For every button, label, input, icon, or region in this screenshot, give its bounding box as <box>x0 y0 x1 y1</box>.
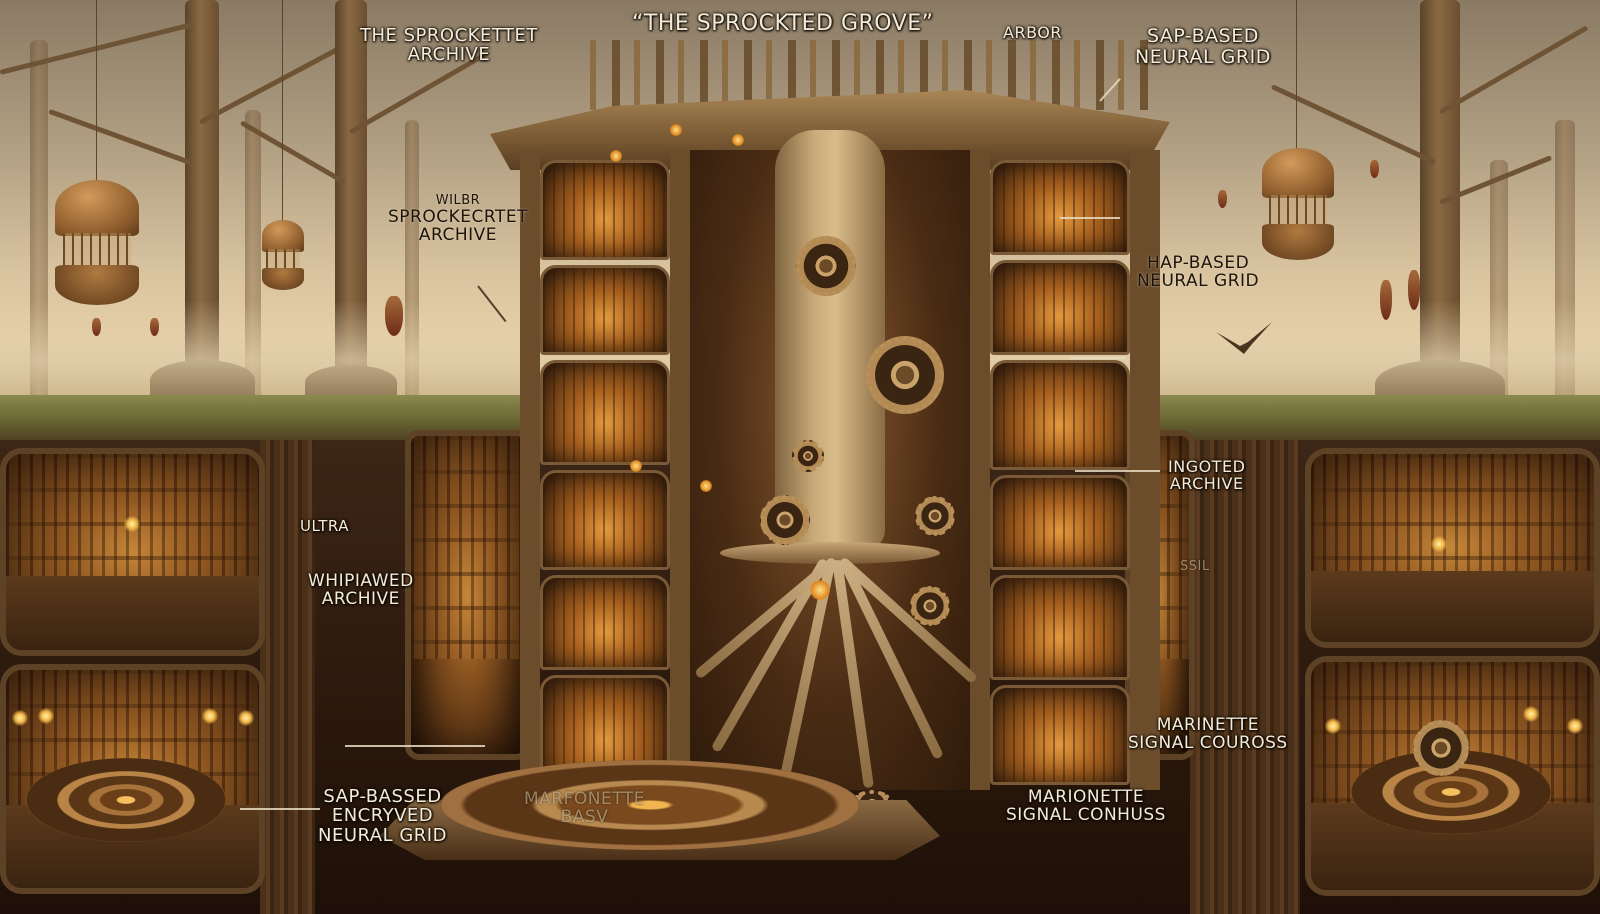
tower-cell <box>540 360 670 465</box>
label-arbor: ARBOR <box>1003 23 1062 42</box>
rope <box>1296 0 1297 150</box>
leader-line <box>1060 217 1120 219</box>
leader-line <box>345 745 485 747</box>
bird-icon <box>1216 322 1272 354</box>
glowing-orb <box>732 134 744 146</box>
glowing-orb <box>810 580 830 600</box>
tree-trunk <box>775 130 885 550</box>
hanging-charm-icon <box>1218 190 1227 208</box>
archive-room-upper-left <box>0 448 265 656</box>
tower-cell <box>990 160 1130 255</box>
label-ultra: ULTRA <box>300 517 350 535</box>
archive-room-lower-right <box>1305 656 1600 896</box>
hanging-cage-icon <box>55 180 139 305</box>
tower-cell <box>540 470 670 570</box>
archive-room-lower-left <box>0 664 265 894</box>
label-whipiawed-archive: WHIPIAWED ARCHIVE <box>308 571 414 610</box>
tower-cell <box>990 360 1130 470</box>
tower-cell <box>990 260 1130 355</box>
wood-pillar <box>260 440 315 914</box>
tower-cell <box>990 475 1130 570</box>
dial-icon <box>26 758 226 842</box>
gear-icon <box>910 586 950 626</box>
tower-cell <box>540 160 670 260</box>
central-tower <box>490 40 1170 830</box>
leader-line <box>1070 357 1125 359</box>
archive-room-upper-right <box>1305 448 1600 648</box>
rope <box>282 0 283 225</box>
gear-icon <box>1413 720 1469 776</box>
base-dial <box>440 760 860 850</box>
label-sprocket-archive: THE SPROCKETTET ARCHIVE <box>360 25 538 66</box>
tower-cell <box>990 575 1130 680</box>
hanging-cage-icon <box>1262 148 1334 260</box>
tower-cell <box>540 575 670 670</box>
wood-pillar <box>1190 440 1300 914</box>
label-hap-neural-grid: HAP-BASED NEURAL GRID <box>1137 253 1260 292</box>
hanging-charm-icon <box>385 296 403 336</box>
label-marfonette-basv: MARFONETTE BASV <box>524 789 645 828</box>
glowing-orb <box>630 460 642 472</box>
label-sap-neural-grid: SAP-BASED NEURAL GRID <box>1135 25 1271 68</box>
label-faded: SSIL <box>1180 559 1210 574</box>
tower-cell <box>990 685 1130 785</box>
leader-line <box>240 808 320 810</box>
leader-line <box>1075 470 1160 472</box>
gear-icon <box>866 336 944 414</box>
label-marionette-signal-conhuss: MARIONETTE SIGNAL CONHUSS <box>1006 787 1166 826</box>
hanging-charm-icon <box>1370 160 1379 178</box>
gear-icon <box>796 236 856 296</box>
glowing-orb <box>670 124 682 136</box>
hanging-charm-icon <box>1380 280 1392 320</box>
tower-cell <box>540 265 670 355</box>
glowing-orb <box>610 150 622 162</box>
label-ingoted-archive: INGOTED ARCHIVE <box>1168 457 1246 494</box>
gear-icon <box>792 440 824 472</box>
glowing-orb <box>700 480 712 492</box>
gear-icon <box>915 496 955 536</box>
illustration-title: “THE SPROCKTED GROVE” <box>632 11 934 36</box>
hanging-charm-icon <box>1408 270 1420 310</box>
label-encryved-neural-grid: SAP-BASSED ENCRYVED NEURAL GRID <box>318 786 447 846</box>
label-marinette-signal-couross: MARINETTE SIGNAL COUROSS <box>1128 715 1288 754</box>
annex-left <box>405 430 530 760</box>
gear-icon <box>760 495 810 545</box>
rope <box>96 0 97 185</box>
trunk-platform <box>720 542 940 564</box>
hanging-charm-icon <box>150 318 159 336</box>
label-mid-sprocket-archive: WILBR SPROCKECRTET ARCHIVE <box>388 193 528 246</box>
hanging-charm-icon <box>92 318 101 336</box>
hanging-cage-icon <box>262 220 304 290</box>
